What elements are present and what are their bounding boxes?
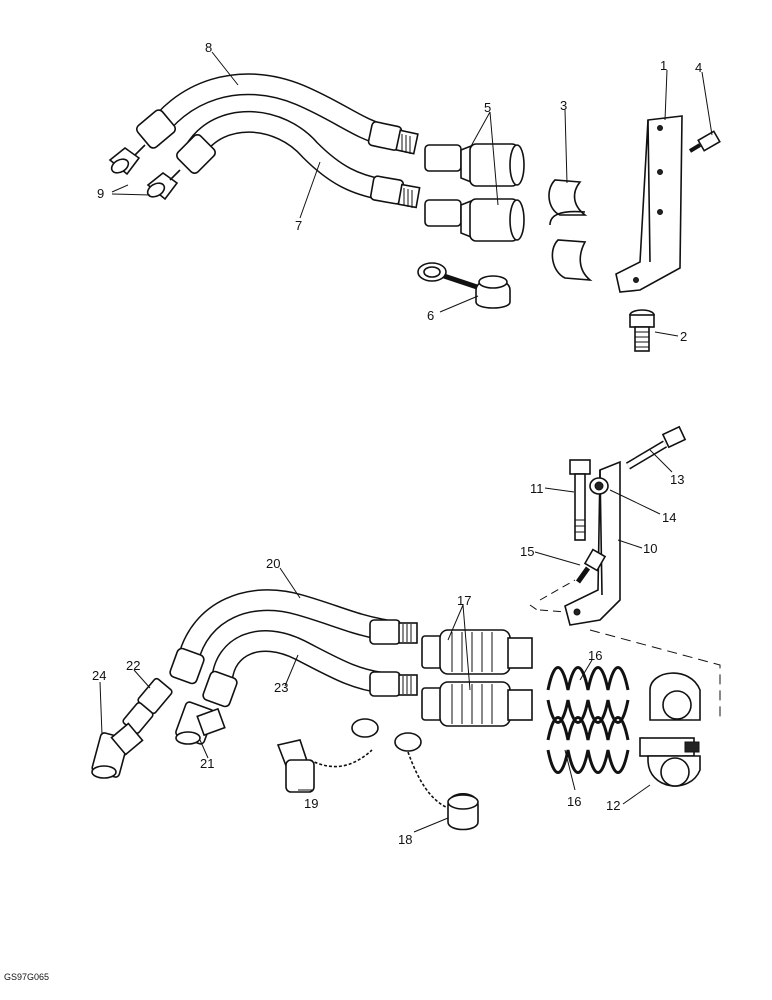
dust-cap-6 [417, 262, 511, 309]
callout-12: 12 [606, 798, 620, 813]
callout-23: 23 [274, 680, 288, 695]
clamp-3 [548, 179, 593, 281]
callout-20: 20 [266, 556, 280, 571]
dashed-mounting-line [589, 629, 721, 720]
callout-18: 18 [398, 832, 412, 847]
elbow-fittings-9 [108, 144, 181, 201]
hose-23 [202, 630, 418, 708]
drawing-code: GS97G065 [4, 972, 49, 982]
callout-5: 5 [484, 100, 491, 115]
hose-8 [135, 73, 419, 155]
leader-lines [99, 51, 713, 833]
callout-6: 6 [427, 308, 434, 323]
lower-assembly [91, 425, 721, 831]
upper-assembly [108, 73, 721, 352]
callout-16-upper: 16 [588, 648, 602, 663]
nut-14 [589, 477, 609, 495]
callout-11: 11 [530, 481, 544, 496]
dust-cap-19 [276, 718, 379, 793]
springs-16 [546, 666, 630, 774]
couplers-17 [421, 629, 533, 727]
clamp-12 [639, 672, 701, 787]
bolt-13 [625, 425, 687, 470]
callout-14: 14 [662, 510, 676, 525]
callout-2: 2 [680, 329, 687, 344]
callout-8: 8 [205, 40, 212, 55]
callout-7: 7 [295, 218, 302, 233]
callout-1: 1 [660, 58, 667, 73]
callout-22: 22 [126, 658, 140, 673]
hose-7 [176, 110, 421, 209]
adapter-24 [91, 722, 144, 779]
callout-3: 3 [560, 98, 567, 113]
adapter-21 [175, 701, 226, 745]
bolt-2 [629, 309, 655, 352]
callout-9: 9 [97, 186, 104, 201]
bolt-15 [575, 548, 607, 584]
callout-21: 21 [200, 756, 214, 771]
callout-16-lower: 16 [567, 794, 581, 809]
callout-24: 24 [92, 668, 106, 683]
hose-20 [169, 589, 418, 685]
callout-17: 17 [457, 593, 471, 608]
bracket-1 [615, 115, 683, 293]
callout-4: 4 [695, 60, 702, 75]
bolt-4 [688, 130, 721, 153]
dust-cap-18 [394, 732, 479, 831]
callout-10: 10 [643, 541, 657, 556]
callout-15: 15 [520, 544, 534, 559]
bolt-11 [569, 459, 591, 541]
callout-labels: 1 2 3 4 5 6 7 8 9 10 11 12 13 14 15 16 1… [92, 40, 702, 847]
couplers-5 [424, 143, 525, 242]
callout-13: 13 [670, 472, 684, 487]
callout-19: 19 [304, 796, 318, 811]
